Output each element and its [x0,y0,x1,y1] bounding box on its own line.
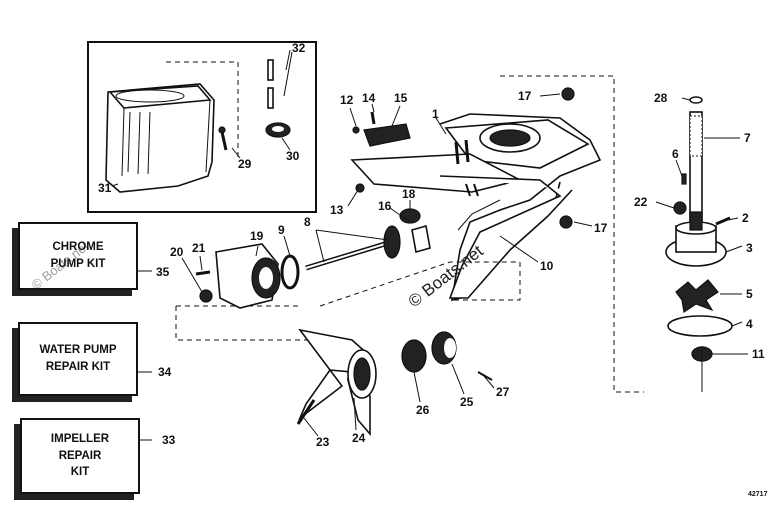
shaft-8 [305,224,431,271]
callout-28: 28 [654,91,668,105]
callout-19: 19 [250,229,264,243]
propeller-24 [298,328,377,437]
grommet-30 [265,122,291,138]
callout-33: 33 [162,433,176,447]
callout-17-top: 17 [518,89,532,103]
adapter-housing-31 [105,83,215,193]
pin-27 [477,371,493,381]
spacer-26 [401,339,427,373]
pump-housing-19 [215,243,281,309]
kit-box-water-pump-repair: WATER PUMP REPAIR KIT [18,322,138,396]
callout-15: 15 [394,91,408,105]
callout-2: 2 [742,211,749,225]
kit-box-impeller-repair: IMPELLER REPAIR KIT [20,418,140,494]
key-6 [681,173,687,185]
callout-22: 22 [634,195,648,209]
pump-housing-3 [665,211,727,267]
kit-box-chrome-pump: CHROME PUMP KIT [18,222,138,290]
pin-23 [296,399,316,425]
bushing-17-side [559,215,573,229]
callout-30: 30 [286,149,300,163]
callout-31: 31 [98,181,112,195]
callouts: 1 2 3 4 5 6 7 8 9 10 11 12 13 14 15 16 1… [98,41,765,449]
callout-27: 27 [496,385,510,399]
callout-10: 10 [540,259,554,273]
gear-18 [399,208,421,224]
callout-1: 1 [432,107,439,121]
callout-8: 8 [304,215,311,229]
bushing-20 [199,289,213,303]
drive-shaft-7 [689,111,703,223]
impeller-5 [675,279,719,314]
pin-12 [352,126,360,134]
bushing-17-top [561,87,575,101]
callout-21: 21 [192,241,206,255]
washer-22 [673,201,687,215]
callout-18: 18 [402,187,416,201]
o-ring-9 [280,254,300,290]
callout-16: 16 [378,199,392,213]
leader-lines [136,93,748,441]
spacer-25 [431,331,457,365]
callout-34: 34 [158,365,172,379]
callout-25: 25 [460,395,474,409]
callout-14: 14 [362,91,376,105]
callout-26: 26 [416,403,430,417]
callout-12: 12 [340,93,354,107]
callout-17-side: 17 [594,221,608,235]
callout-5: 5 [746,287,753,301]
pins-32 [267,59,274,109]
callout-11: 11 [752,347,765,361]
watermark-left: © Boats.net [29,238,92,292]
callout-24: 24 [352,431,366,445]
screw-29 [218,126,228,151]
gearcase-housing-1 [350,113,602,302]
callout-3: 3 [746,241,753,255]
screw-21 [195,270,211,276]
seal-28 [689,96,703,104]
plate-4 [667,315,733,337]
callout-20: 20 [170,245,184,259]
screw-14 [370,111,376,125]
callout-23: 23 [316,435,330,449]
callout-9: 9 [278,223,285,237]
plate-15 [363,123,411,147]
callout-29: 29 [238,157,252,171]
callout-35: 35 [156,265,170,279]
callout-7: 7 [744,131,751,145]
callout-6: 6 [672,147,679,161]
callout-32: 32 [292,41,306,55]
callout-4: 4 [746,317,753,331]
callout-13: 13 [330,203,344,217]
diagram-id: 42717 [748,491,768,498]
inset-frame [87,41,317,213]
